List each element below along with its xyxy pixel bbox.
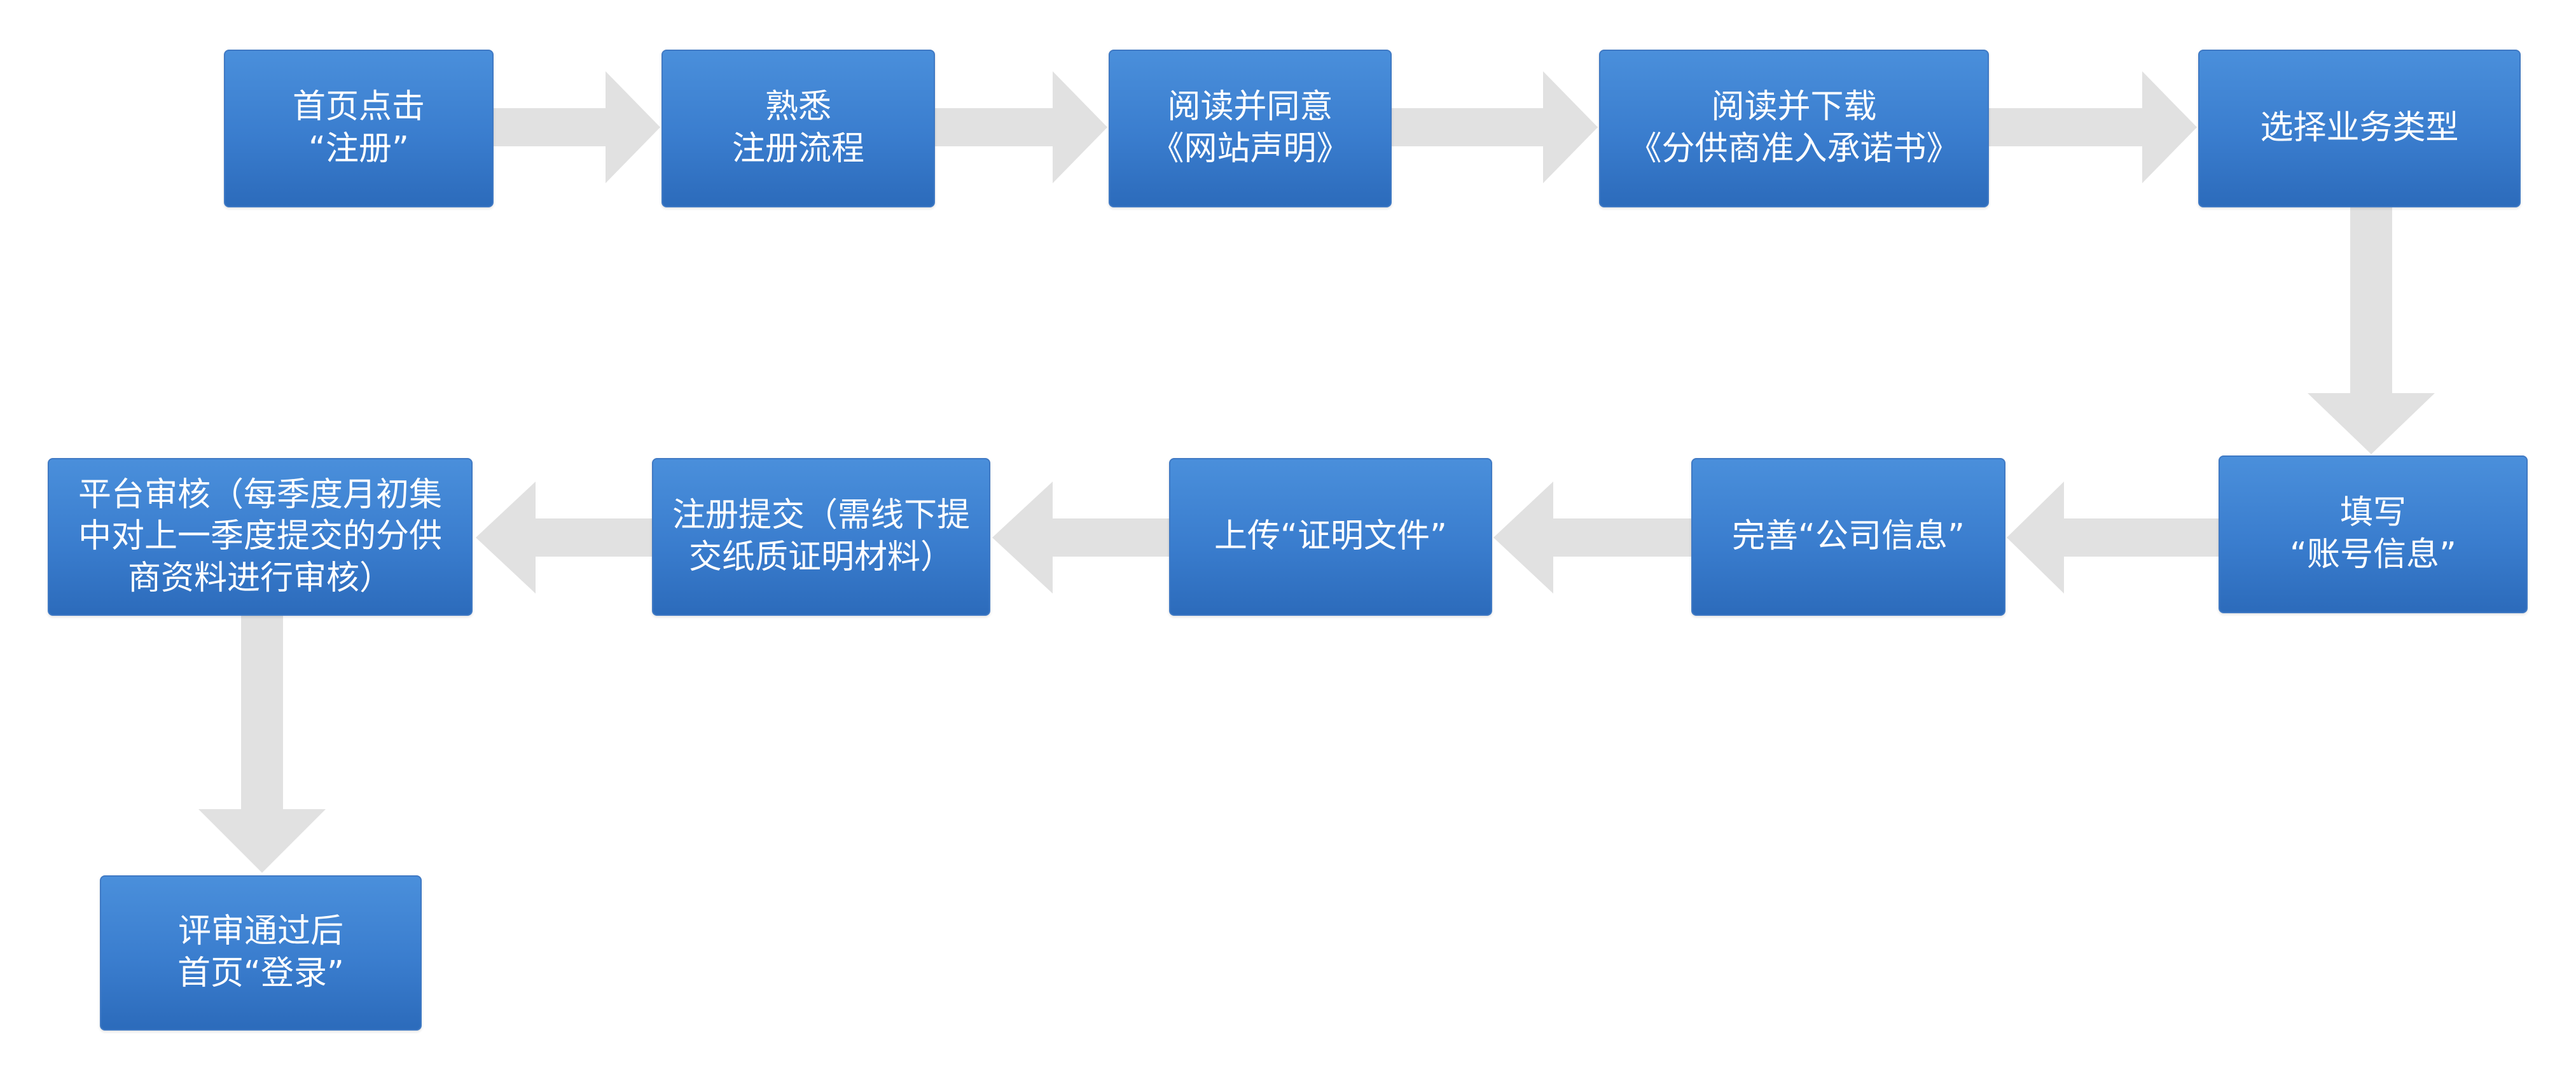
step-label: 阅读并下载《分供商准入承诺书》 <box>1617 87 1970 170</box>
step-home-click-register: 首页点击“注册” <box>224 50 494 207</box>
arrow-left-3 <box>992 482 1169 594</box>
arrow-right-4 <box>1989 71 2197 183</box>
step-login-after-approval: 评审通过后首页“登录” <box>100 875 422 1031</box>
step-label-line: “注册” <box>308 130 409 168</box>
step-label: 平台审核（每季度月初集中对上一季度提交的分供商资料进行审核） <box>67 475 454 600</box>
step-label-line: 《网站声明》 <box>1151 130 1350 168</box>
step-label-line: 评审通过后 <box>177 912 343 951</box>
step-label-line: “账号信息” <box>2290 536 2456 574</box>
step-label: 评审通过后首页“登录” <box>166 911 356 994</box>
step-label-line: 完善“公司信息” <box>1732 517 1965 556</box>
step-familiarize-process: 熟悉注册流程 <box>661 50 935 207</box>
step-label-line: 填写 <box>2339 494 2406 532</box>
step-select-business-type: 选择业务类型 <box>2198 50 2521 207</box>
step-label-line: 注册提交（需线下提 <box>672 496 970 535</box>
step-label-line: 选择业务类型 <box>2260 109 2459 148</box>
step-complete-company-info: 完善“公司信息” <box>1691 458 2005 616</box>
step-label-line: 交纸质证明材料） <box>688 538 953 576</box>
step-label-line: 商资料进行审核） <box>127 559 392 597</box>
arrow-right-3 <box>1392 71 1598 183</box>
step-fill-account-info: 填写 “账号信息” <box>2219 455 2528 613</box>
arrow-left-2 <box>1493 482 1691 594</box>
step-submit-registration: 注册提交（需线下提交纸质证明材料） <box>652 458 990 616</box>
step-label-line: 《分供商准入承诺书》 <box>1628 130 1960 168</box>
step-label-line: 熟悉 <box>765 88 831 127</box>
step-platform-review: 平台审核（每季度月初集中对上一季度提交的分供商资料进行审核） <box>48 458 473 616</box>
step-label-line: 首页点击 <box>292 88 425 127</box>
step-upload-proof-files: 上传“证明文件” <box>1169 458 1492 616</box>
step-label: 填写 “账号信息” <box>2278 492 2468 576</box>
step-label-line: 中对上一季度提交的分供 <box>78 517 442 556</box>
step-label: 阅读并同意《网站声明》 <box>1139 87 1361 170</box>
step-label: 选择业务类型 <box>2248 108 2470 149</box>
arrow-down-1 <box>2308 207 2435 454</box>
arrow-right-1 <box>494 71 660 183</box>
step-label: 完善“公司信息” <box>1721 516 1976 558</box>
step-label-line: 阅读并同意 <box>1167 88 1333 127</box>
step-label: 首页点击“注册” <box>281 87 436 170</box>
step-label-line: 阅读并下载 <box>1711 88 1877 127</box>
step-download-commitment: 阅读并下载《分供商准入承诺书》 <box>1599 50 1989 207</box>
arrow-left-4 <box>476 482 652 594</box>
step-label-line: 注册流程 <box>731 130 864 168</box>
step-label: 熟悉注册流程 <box>721 87 876 170</box>
step-label-line: 平台审核（每季度月初集 <box>78 475 442 514</box>
step-label-line: 上传“证明文件” <box>1214 517 1447 556</box>
arrow-right-2 <box>935 71 1107 183</box>
step-label: 上传“证明文件” <box>1203 516 1458 558</box>
step-label: 注册提交（需线下提交纸质证明材料） <box>661 495 981 578</box>
step-agree-statement: 阅读并同意《网站声明》 <box>1109 50 1392 207</box>
arrow-down-2 <box>198 616 326 873</box>
step-label-line: 首页“登录” <box>177 954 344 992</box>
arrow-left-1 <box>2007 482 2219 594</box>
